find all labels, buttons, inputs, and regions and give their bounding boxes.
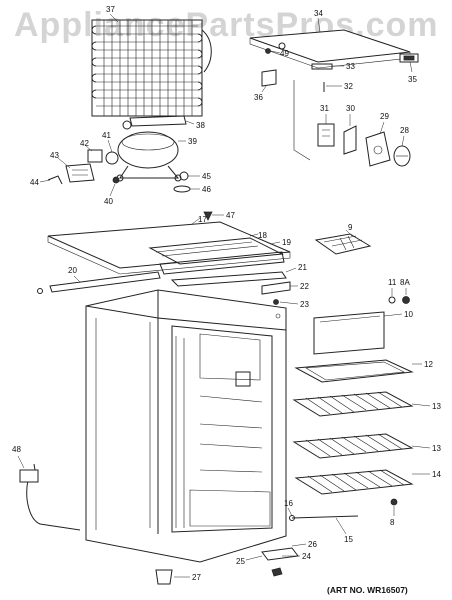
label-45: 45 (202, 172, 211, 181)
label-36: 36 (254, 93, 263, 102)
label-33: 33 (346, 62, 355, 71)
label-13-upper: 13 (432, 402, 441, 411)
switch (317, 123, 335, 147)
label-24: 24 (302, 552, 311, 561)
label-8a: 8A (400, 278, 410, 287)
tray-screw (273, 299, 279, 305)
label-22: 22 (300, 282, 309, 291)
ice-tray (314, 233, 372, 255)
label-35: 35 (408, 75, 417, 84)
label-16: 16 (284, 499, 293, 508)
label-31: 31 (320, 104, 329, 113)
base-rail (122, 115, 187, 130)
door-stop (399, 53, 419, 63)
clip-36 (261, 69, 277, 87)
label-30: 30 (346, 104, 355, 113)
drip-tray (170, 271, 287, 287)
label-25: 25 (236, 557, 245, 566)
label-47: 47 (226, 211, 235, 220)
knob (393, 145, 411, 167)
screw-top (265, 48, 271, 54)
shelf-lower (294, 469, 414, 495)
mount-nut (173, 185, 191, 193)
label-11: 11 (388, 278, 397, 287)
crisper-pan (294, 359, 414, 383)
label-21: 21 (298, 263, 307, 272)
label-20: 20 (68, 266, 77, 275)
label-29: 29 (380, 112, 389, 121)
evap-trim (159, 251, 285, 275)
label-8: 8 (390, 518, 395, 527)
power-cord (19, 463, 81, 531)
label-42: 42 (80, 139, 89, 148)
label-10: 10 (404, 310, 413, 319)
leveling-leg (155, 569, 173, 585)
hinge-bottom (261, 547, 299, 577)
label-48: 48 (12, 445, 21, 454)
label-46: 46 (202, 185, 211, 194)
tray-clip (261, 281, 291, 295)
label-13-middle: 13 (432, 444, 441, 453)
rail-strip (37, 271, 161, 294)
label-28: 28 (400, 126, 409, 135)
screw-11 (388, 296, 396, 304)
label-17: 17 (198, 215, 207, 224)
compressor (116, 131, 182, 182)
condenser-coil (91, 19, 212, 117)
label-41: 41 (102, 131, 111, 140)
label-19: 19 (282, 238, 291, 247)
label-38: 38 (196, 121, 205, 130)
label-39: 39 (188, 137, 197, 146)
label-26: 26 (308, 540, 317, 549)
art-number: (ART NO. WR16507) (327, 585, 408, 595)
screw-47 (203, 211, 213, 221)
label-37: 37 (106, 5, 115, 14)
label-27: 27 (192, 573, 201, 582)
label-32: 32 (344, 82, 353, 91)
crisper-cover (313, 311, 385, 355)
label-49: 49 (280, 49, 289, 58)
control-housing (249, 29, 411, 69)
overload (105, 151, 119, 165)
label-18: 18 (258, 231, 267, 240)
hinge-rod (289, 515, 359, 521)
label-43: 43 (50, 151, 59, 160)
label-34: 34 (314, 9, 323, 18)
relay-cover (65, 163, 95, 183)
thermostat (365, 131, 391, 167)
switch-bracket (343, 125, 357, 155)
plug-8a (402, 296, 410, 304)
part-labels: 37 34 49 33 35 32 36 38 39 41 42 43 44 4… (12, 5, 441, 582)
grommet (112, 176, 120, 184)
label-9: 9 (348, 223, 353, 232)
cord-clip (47, 175, 63, 185)
bracket-33 (311, 63, 333, 70)
label-14: 14 (432, 470, 441, 479)
shelf-middle (292, 433, 414, 459)
plug-8 (390, 498, 398, 506)
label-15: 15 (344, 535, 353, 544)
cabinet (85, 289, 287, 563)
shelf-upper (292, 391, 414, 417)
label-40: 40 (104, 197, 113, 206)
label-23: 23 (300, 300, 309, 309)
label-44: 44 (30, 178, 39, 187)
label-12: 12 (424, 360, 433, 369)
washer (179, 171, 189, 181)
relay (87, 149, 103, 163)
